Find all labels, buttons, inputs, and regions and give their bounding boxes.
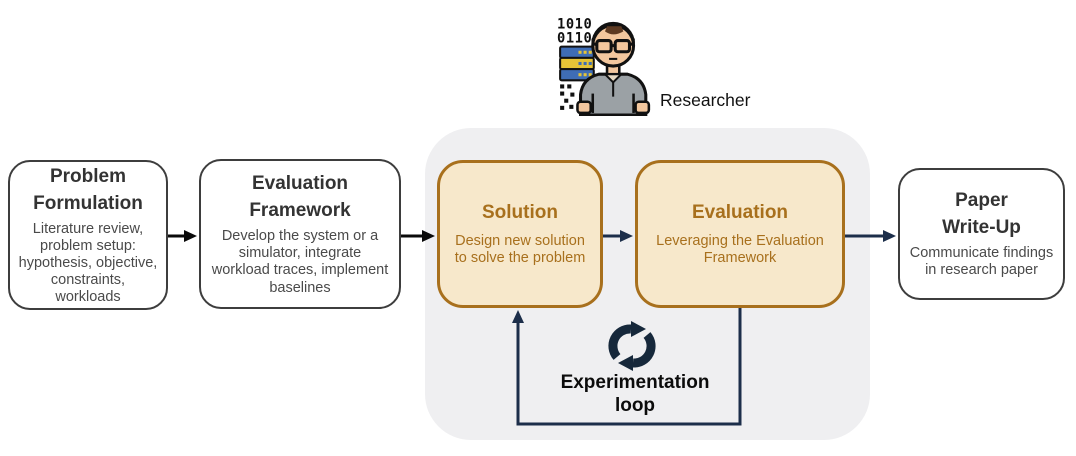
person-figure xyxy=(576,21,651,116)
server-rack-icon xyxy=(559,45,595,82)
stage-problem-formulation: Problem Formulation Literature review, p… xyxy=(8,160,168,310)
stage-title: Evaluation xyxy=(691,202,789,224)
stage-evaluation-framework: Evaluation Framework Develop the system … xyxy=(199,159,401,309)
stage-description: Communicate findings in research paper xyxy=(909,245,1054,279)
experimentation-loop-label: Experimentation loop xyxy=(560,372,710,416)
arrow-solution-to-evaluation xyxy=(602,230,633,242)
loop-arrows-icon xyxy=(608,321,656,371)
arrow-problem-to-framework xyxy=(167,230,197,242)
stage-evaluation: Evaluation Leveraging the Evaluation Fra… xyxy=(635,160,845,308)
arrow-evaluation-to-paper xyxy=(844,230,896,242)
stage-description: Develop the system or a simulator, integ… xyxy=(211,228,389,296)
stage-paper-write-up: Paper Write-Up Communicate findings in r… xyxy=(898,168,1065,300)
binary-code-text: 0110 xyxy=(557,31,592,47)
arrow-framework-to-solution xyxy=(400,230,435,242)
glasses-icon xyxy=(592,39,634,54)
experimentation-loop-path xyxy=(512,307,742,426)
stage-title: Problem Formulation xyxy=(33,165,143,214)
stage-description: Leveraging the Evaluation Framework xyxy=(656,233,824,267)
stage-description: Design new solution to solve the problem xyxy=(454,233,586,267)
stage-solution: Solution Design new solution to solve th… xyxy=(437,160,603,308)
pixel-pattern xyxy=(560,84,575,110)
binary-code-text: 1010 xyxy=(557,16,592,32)
stage-title: Paper Write-Up xyxy=(942,190,1021,239)
researcher-icon: 1010 0110 xyxy=(557,16,651,116)
stage-title: Evaluation Framework xyxy=(249,173,351,222)
researcher-label: Researcher xyxy=(660,90,751,110)
stage-description: Literature review, problem setup: hypoth… xyxy=(18,220,158,306)
stage-title: Solution xyxy=(482,202,558,224)
